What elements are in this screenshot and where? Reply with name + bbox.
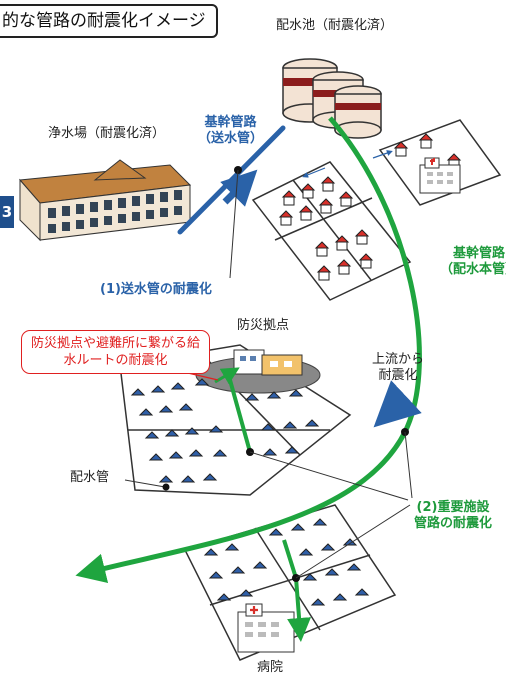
upstream-flow-arrow [373, 380, 422, 428]
treatment-plant-label: 浄水場（耐震化済） [48, 126, 166, 141]
important-facility-label: (2)重要施設 管路の耐震化 [414, 500, 492, 533]
trunk-distribution-label: 基幹管路 （配水本管） [440, 246, 506, 279]
disaster-base-label: 防災拠点 [237, 318, 290, 333]
reservoir-tanks-illustration [282, 58, 382, 139]
upstream-line1: 上流から [372, 352, 425, 367]
trunk-transmission-line2: （送水管） [198, 131, 264, 147]
trunk-transmission-line1: 基幹管路 [204, 115, 257, 130]
upstream-label: 上流から 耐震化 [372, 352, 424, 385]
distribution-pipe-leader [124, 479, 166, 488]
disaster-base-building [195, 349, 321, 394]
hospital-block-houses [203, 518, 370, 606]
trunk-distribution-line2: （配水本管） [440, 262, 506, 278]
trunk-distribution-line1: 基幹管路 [453, 246, 506, 261]
callout-box: 防災拠点や避難所に繋がる給水ルートの耐震化 [21, 330, 210, 374]
disaster-route-pipe [228, 379, 252, 453]
transmission-flow-arrow [220, 169, 258, 207]
hospital-label: 病院 [257, 660, 284, 675]
upper-hospital-icon [419, 157, 461, 194]
hospital-building [237, 603, 295, 653]
facility-leader-1 [404, 431, 413, 499]
transmission-leader [229, 169, 239, 279]
important-facility-line1: (2)重要施設 [416, 500, 490, 515]
trunk-transmission-label: 基幹管路 （送水管） [198, 115, 263, 148]
reservoir-label: 配水池（耐震化済） [276, 18, 394, 33]
disaster-base-houses [130, 378, 320, 483]
section-tab: 3 [0, 196, 14, 228]
page-title: 的な管路の耐震化イメージ [0, 4, 218, 38]
treatment-plant-illustration [18, 159, 192, 242]
facility-leader-2 [295, 504, 411, 579]
distribution-pipe-dot [162, 483, 170, 491]
upper-houses [278, 133, 462, 281]
distribution-pipe-label: 配水管 [70, 470, 110, 485]
upstream-line2: 耐震化 [378, 368, 418, 384]
facility-leader-3 [249, 451, 409, 501]
important-facility-line2: 管路の耐震化 [414, 516, 493, 532]
seismic-transmission-label: (1)送水管の耐震化 [100, 282, 212, 297]
